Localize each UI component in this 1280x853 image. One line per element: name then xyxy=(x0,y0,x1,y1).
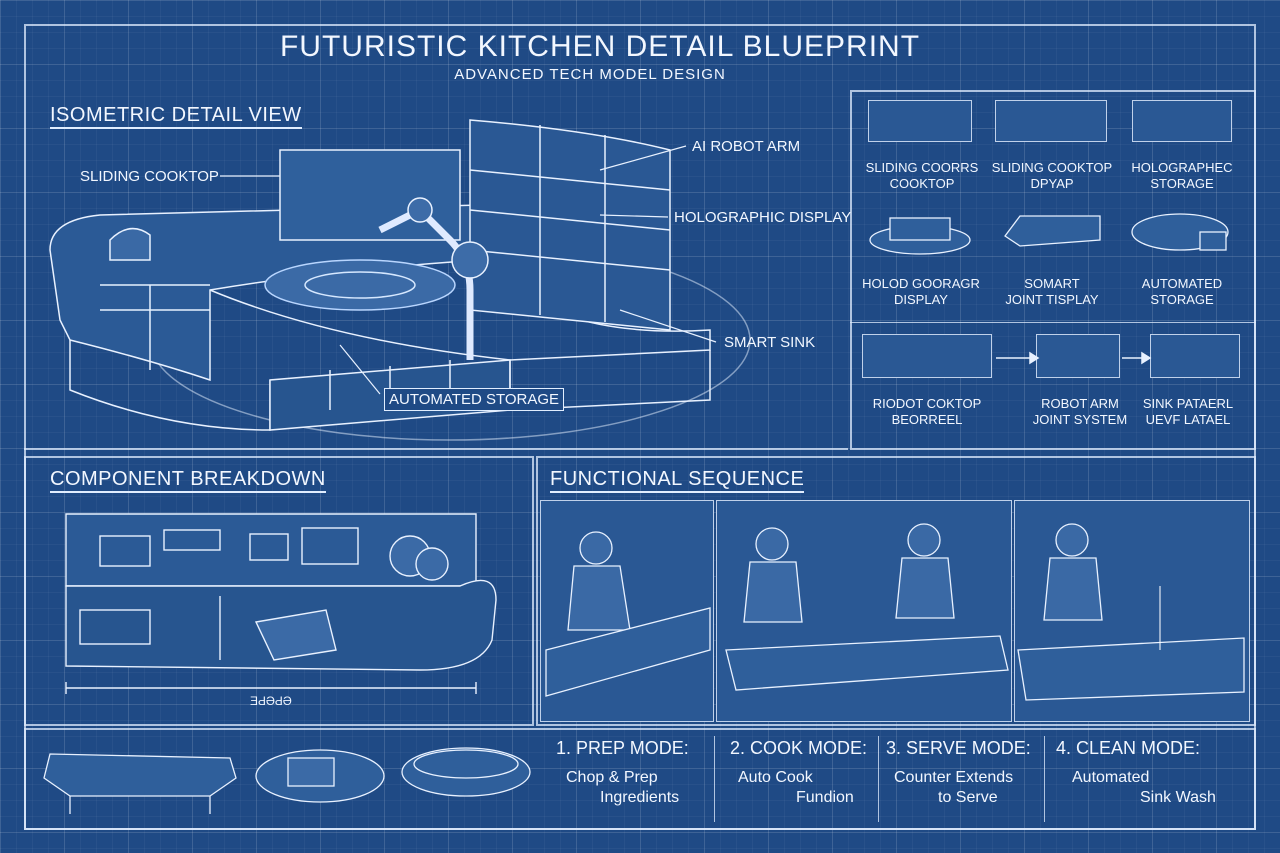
component-breakdown-drawing xyxy=(65,513,497,694)
thumb-label-3b: STORAGE xyxy=(1150,176,1214,191)
mode-cook-desc-2: Fundion xyxy=(796,789,854,806)
mode-divider-3 xyxy=(1044,736,1046,822)
thumbnails-divider xyxy=(850,322,1256,324)
component-heading: COMPONENT BREAKDOWN xyxy=(50,468,326,493)
isometric-kitchen-drawing xyxy=(49,119,751,441)
thumb-img-7 xyxy=(862,334,992,378)
thumb-label-9b: UEVF LATAEL xyxy=(1145,412,1231,427)
mode-divider-2 xyxy=(878,736,880,822)
thumb-label-2a: SLIDING COOKTOP xyxy=(991,160,1113,175)
thumb-label-4a: HOLOD GOORAGR xyxy=(862,276,980,291)
sequence-heading: FUNCTIONAL SEQUENCE xyxy=(550,468,805,493)
sequence-scenes-drawing xyxy=(545,523,1245,701)
thumb-label-2b: DPYAP xyxy=(1030,176,1074,191)
mode-prep-desc-2: Ingredients xyxy=(600,789,680,806)
thumb-row2-drawings xyxy=(869,213,1229,255)
thumb-label-6b: STORAGE xyxy=(1150,292,1214,307)
bottom-component-sketches xyxy=(43,747,531,814)
thumbnails-frame xyxy=(850,90,1256,450)
thumb-label-8b: JOINT SYSTEM xyxy=(1032,412,1128,427)
thumb-label-1b: COOKTOP xyxy=(889,176,955,191)
component-dimension-label: ƎԀƏԀƏ xyxy=(250,694,292,708)
mode-prep-desc-1: Chop & Prep xyxy=(566,769,658,786)
callout-smart-sink: SMART SINK xyxy=(724,334,816,351)
mode-cook-label: 2. COOK MODE: xyxy=(730,738,868,758)
thumb-label-7a: RIODOT COKTOP xyxy=(872,396,982,411)
callout-sliding-cooktop: SLIDING COOKTOP xyxy=(80,168,219,185)
page-subtitle: ADVANCED TECH MODEL DESIGN xyxy=(454,66,726,83)
mode-serve-desc-2: to Serve xyxy=(938,789,998,806)
thumb-img-9 xyxy=(1150,334,1240,378)
mode-serve-label: 3. SERVE MODE: xyxy=(886,738,1031,758)
thumb-label-3a: HOLOGRAPHEC xyxy=(1131,160,1233,175)
thumb-img-3 xyxy=(1132,100,1232,142)
callout-holographic-display: HOLOGRAPHIC DISPLAY xyxy=(674,209,852,226)
thumb-img-1 xyxy=(868,100,972,142)
mode-serve-desc-1: Counter Extends xyxy=(894,769,1014,786)
thumb-label-9a: SINK PATAERL xyxy=(1142,396,1234,411)
callout-ai-robot-arm: AI ROBOT ARM xyxy=(692,138,801,155)
page-title: FUTURISTIC KITCHEN DETAIL BLUEPRINT xyxy=(279,30,921,63)
thumb-label-7b: BEORREEL xyxy=(891,412,963,427)
bottom-frame xyxy=(24,728,1256,830)
mode-cook-desc-1: Auto Cook xyxy=(738,769,813,786)
thumb-img-2 xyxy=(995,100,1107,142)
thumb-label-5b: JOINT TISPLAY xyxy=(1005,292,1099,307)
thumb-img-8 xyxy=(1036,334,1120,378)
callout-automated-storage: AUTOMATED STORAGE xyxy=(384,388,565,411)
sequence-frame xyxy=(536,456,1256,726)
thumb-label-1a: SLIDING COORRS xyxy=(865,160,979,175)
isometric-heading: ISOMETRIC DETAIL VIEW xyxy=(50,104,302,129)
thumb-label-6a: AUTOMATED xyxy=(1141,276,1223,291)
thumb-flow-arrows xyxy=(996,351,1152,365)
callout-leader-lines xyxy=(220,145,717,395)
mode-clean-desc-2: Sink Wash xyxy=(1140,789,1216,806)
mode-prep-label: 1. PREP MODE: xyxy=(556,738,689,758)
component-frame xyxy=(24,456,534,726)
mode-divider-1 xyxy=(714,736,716,822)
thumb-label-4b: DISPLAY xyxy=(894,292,948,307)
mode-clean-desc-1: Automated xyxy=(1072,769,1150,786)
thumb-label-8a: ROBOT ARM xyxy=(1041,396,1119,411)
mode-clean-label: 4. CLEAN MODE: xyxy=(1056,738,1201,758)
isometric-frame xyxy=(24,90,848,450)
thumb-label-5a: SOMART xyxy=(1024,276,1080,291)
